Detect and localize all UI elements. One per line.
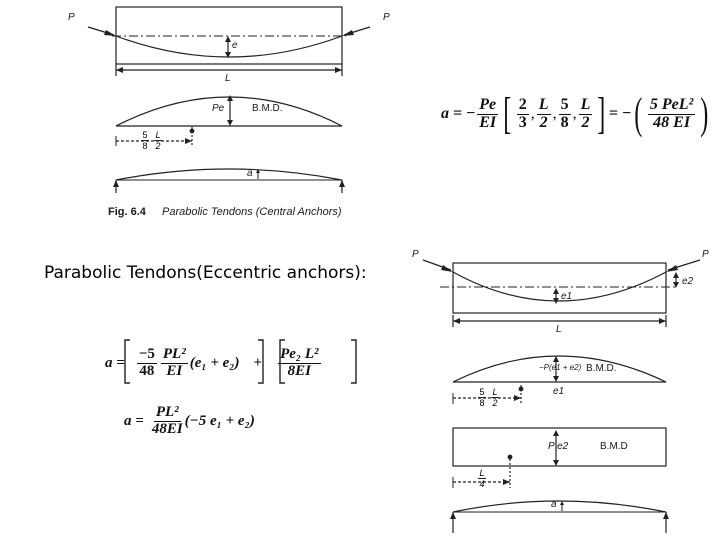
fig2-span-label: L xyxy=(556,324,562,335)
fig2-beam xyxy=(440,262,678,314)
fig1-eccentricity-label: e xyxy=(232,40,238,51)
fig1-beam xyxy=(112,6,346,65)
fig1-load-left-label: P xyxy=(68,12,75,23)
fig1-deflection-label: a xyxy=(247,168,253,179)
section-title-eccentric-anchors: Parabolic Tendons(Eccentric anchors): xyxy=(44,263,367,283)
fig1-moment-label: Pe xyxy=(212,103,225,114)
fig2-bmd1-e1-label: e1 xyxy=(553,386,565,397)
fig2-bmd2-rect xyxy=(452,427,667,467)
fig2-tendon xyxy=(452,271,667,302)
fig2-deflected-shape xyxy=(452,500,667,513)
fig1-caption-number: Fig. 6.4 xyxy=(108,206,146,218)
fig2-bmd1-curve xyxy=(452,355,667,383)
fig1-bmd-label: B.M.D. xyxy=(252,103,283,114)
fig2-e2-label: e2 xyxy=(682,276,694,287)
fig1-span-label: L xyxy=(225,73,231,84)
fig1-caption-text: Parabolic Tendons (Central Anchors) xyxy=(162,206,342,218)
fig2-bmd2-label: B.M.D xyxy=(600,441,628,452)
fig2-moment1-label: −P(e1 + e2) xyxy=(539,363,582,372)
fig2-load-left-label: P xyxy=(412,249,419,260)
fig1-load-right-label: P xyxy=(383,12,390,23)
fig2-bmd1-label: B.M.D. xyxy=(586,363,617,374)
fig1-deflected-shape xyxy=(115,168,343,181)
fig1-tendon xyxy=(115,35,343,58)
fig2-deflection-label: a xyxy=(551,499,557,510)
fig2-load-right-label: P xyxy=(702,249,709,260)
fig2-e1-label: e1 xyxy=(561,291,573,302)
fig2-moment2-label: P e2 xyxy=(548,441,569,452)
